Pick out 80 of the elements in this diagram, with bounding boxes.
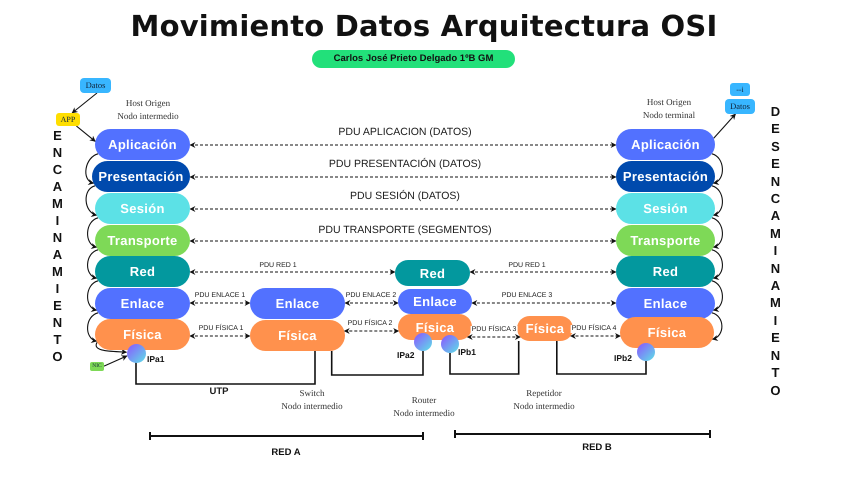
curved-arrow — [96, 342, 128, 355]
layer-box: Red — [616, 256, 715, 287]
dashed-arrow — [189, 238, 617, 244]
curved-arrow — [87, 312, 98, 342]
layer-box: Sesión — [95, 193, 190, 224]
device-caption: Router Nodo intermedio — [393, 394, 455, 420]
dashed-arrow — [189, 174, 617, 180]
edge-label: PDU TRANSPORTE (SEGMENTOS) — [317, 224, 493, 236]
cable-line — [449, 341, 520, 375]
edge-label: PDU SESIÓN (DATOS) — [349, 190, 461, 202]
data-tag: Datos — [80, 78, 111, 93]
layer-box: Física — [517, 316, 573, 341]
cable-line — [330, 351, 424, 376]
layer-box: Física — [398, 314, 472, 340]
host-caption: Host Origen Nodo terminal — [642, 96, 696, 122]
dashed-arrow — [344, 300, 399, 306]
layer-box: Aplicación — [616, 129, 715, 160]
edge-label: PDU PRESENTACIÓN (DATOS) — [328, 158, 482, 170]
layer-box: Enlace — [398, 289, 472, 314]
layer-box: Aplicación — [95, 129, 190, 160]
device-caption: Switch Nodo intermedio — [281, 387, 343, 413]
device-caption: Repetidor Nodo intermedio — [513, 387, 575, 413]
host-caption: Host Origen Nodo intermedio — [117, 97, 179, 123]
data-tag: --i — [730, 83, 750, 96]
ip-label: IPa1 — [147, 355, 164, 364]
ip-label: IPb1 — [458, 348, 476, 356]
dashed-arrow — [189, 300, 251, 306]
dashed-arrow — [189, 206, 617, 212]
network-label: RED A — [271, 447, 301, 458]
vertical-label: ENCAMINAMIENTO — [52, 127, 63, 365]
curved-arrow — [87, 249, 98, 280]
arrow — [713, 114, 736, 139]
data-tag: Datos — [725, 99, 755, 114]
author-banner: Carlos José Prieto Delgado 1ºB GM — [312, 50, 515, 68]
cable-line — [556, 341, 647, 375]
layer-box: Enlace — [250, 288, 345, 319]
vertical-label: DESENCAMINAMIENTO — [770, 103, 781, 399]
layer-box: Presentación — [92, 161, 190, 192]
dashed-arrow — [471, 300, 617, 306]
cable-line — [135, 351, 316, 385]
layer-box: Transporte — [616, 225, 715, 256]
layer-box: Física — [620, 317, 714, 348]
curved-arrow — [712, 217, 723, 248]
curved-arrow — [712, 312, 722, 340]
layer-box: Sesión — [616, 193, 715, 224]
layer-box: Física — [95, 319, 190, 350]
curved-arrow — [86, 185, 98, 216]
port-circle — [637, 343, 655, 361]
layer-box: Enlace — [95, 288, 190, 319]
arrow — [76, 126, 96, 142]
title: Movimiento Datos Arquitectura OSI — [130, 9, 718, 44]
dashed-arrow — [570, 333, 621, 339]
layer-box: Enlace — [616, 288, 715, 319]
dashed-arrow — [466, 334, 521, 340]
arrow — [104, 355, 128, 367]
curved-arrow — [87, 280, 98, 312]
layer-box: Presentación — [616, 161, 715, 192]
layer-box: Red — [395, 260, 470, 286]
edge-label: PDU APLICACION (DATOS) — [337, 126, 473, 138]
dashed-arrow — [189, 333, 251, 339]
curved-arrow — [712, 280, 723, 312]
dashed-arrow — [189, 142, 617, 148]
curved-arrow — [712, 153, 723, 184]
dashed-arrow — [189, 269, 396, 275]
ip-label: IPa2 — [397, 351, 414, 360]
layer-box: Red — [95, 256, 190, 287]
curved-arrow — [712, 185, 723, 216]
layer-box: Transporte — [95, 225, 190, 256]
dashed-arrow — [344, 328, 400, 334]
port-circle — [441, 335, 459, 353]
layer-box: Física — [250, 320, 345, 351]
port-circle — [414, 333, 432, 351]
curved-arrow — [712, 249, 723, 280]
arrow — [72, 92, 98, 114]
app-tag: APP — [56, 113, 80, 126]
ip-label: IPb2 — [614, 354, 632, 362]
dashed-arrow — [469, 269, 617, 275]
network-label: RED B — [582, 442, 612, 454]
curved-arrow — [85, 153, 98, 184]
curved-arrow — [87, 217, 98, 248]
